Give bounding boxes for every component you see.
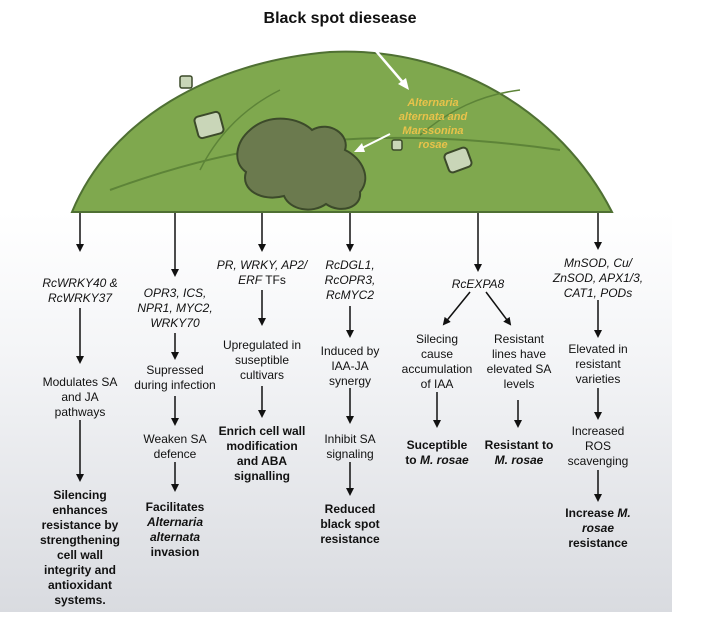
col3-effect-label: Upregulated in suseptible cultivars	[222, 338, 302, 382]
col2-gene-label: OPR3, ICS, NPR1, MYC2, WRKY70	[137, 286, 213, 330]
col6-effect2-label: Increased ROS scavenging	[567, 424, 629, 468]
col1-gene-label: RcWRKY40 & RcWRKY37	[42, 276, 118, 305]
col2-effect-label: Supressed during infection	[134, 363, 216, 392]
title-pointer-arrow	[369, 43, 407, 87]
col1-outcome-label: Silencing enhances resistance by strengt…	[40, 488, 120, 607]
leaf-vein	[419, 89, 521, 136]
pathogen-pointer-arrow-head	[354, 143, 365, 152]
col4-effect-label: Induced by IAA-JA synergy	[320, 344, 380, 388]
col6-outcome-label: Increase M. rosae resistance	[565, 506, 631, 550]
leaf-vein	[199, 89, 281, 171]
col6-effect-label: Elevated in resistant varieties	[568, 342, 628, 386]
col3-outcome-label: Enrich cell wall modification and ABA si…	[218, 424, 306, 483]
col5-gene-label: RcEXPA8	[451, 277, 505, 291]
col4-effect2-label: Inhibit SA signaling	[324, 432, 376, 461]
diagram-title: Black spot diesease	[263, 10, 417, 27]
leaf-spot	[391, 139, 403, 151]
col4-outcome-label: Reduced black spot resistance	[320, 502, 380, 546]
black-spot-lesion	[236, 117, 367, 211]
col1-effect-label: Modulates SA and JA pathways	[42, 375, 118, 419]
flow-arrow	[442, 291, 471, 326]
leaf-spot	[193, 110, 225, 140]
title-pointer-arrow-head	[398, 78, 409, 90]
col5-right-outcome-label: Resistant to M. rosae	[484, 438, 554, 467]
col2-outcome-label: Facilitates Alternaria alternata invasio…	[145, 500, 205, 559]
leaf-shape	[70, 50, 614, 213]
col6-gene-label: MnSOD, Cu/ ZnSOD, APX1/3, CAT1, PODs	[552, 256, 644, 300]
col5-right-effect-label: Resistant lines have elevated SA levels	[486, 332, 552, 391]
pathogen-label: Alternaria alternata and Marssonina rosa…	[398, 97, 468, 151]
leaf-spot	[179, 75, 193, 89]
col4-gene-label: RcDGL1, RcOPR3, RcMYC2	[324, 258, 376, 302]
col3-gene-label: PR, WRKY, AP2/ ERF TFs	[216, 258, 308, 287]
flow-arrow	[485, 291, 512, 326]
gradient-panel	[0, 212, 672, 612]
col5-left-outcome-label: Suceptible to M. rosae	[405, 438, 469, 467]
col5-left-effect-label: Silecing cause accumulation of IAA	[401, 332, 473, 391]
col2-effect2-label: Weaken SA defence	[143, 432, 207, 461]
leaf-spot	[443, 146, 473, 174]
